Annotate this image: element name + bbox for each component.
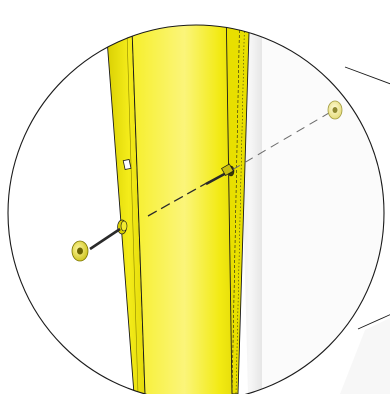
detail-callout-circle	[7, 24, 385, 394]
nut	[71, 240, 89, 262]
flange-slot	[122, 158, 132, 170]
washer	[327, 100, 343, 120]
bolt-head	[120, 220, 128, 232]
channel-web	[131, 25, 250, 394]
assembly-axis-right	[231, 109, 335, 171]
assembly-axis-mid	[147, 179, 213, 217]
channel-right-lip	[225, 25, 251, 394]
bolt	[89, 163, 234, 251]
